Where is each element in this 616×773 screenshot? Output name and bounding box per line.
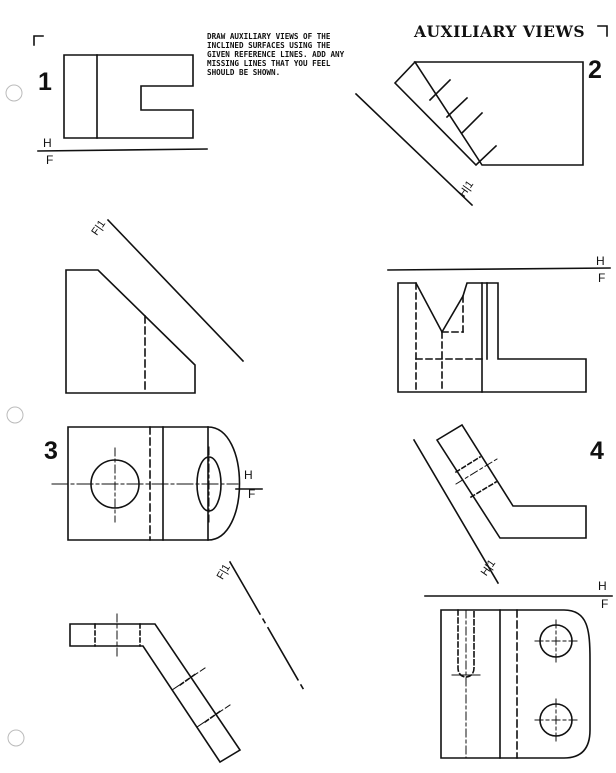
problem-4-aux-ref-line — [412, 438, 500, 585]
problem-1-aux-ref-line — [106, 218, 245, 363]
corner-mark-right — [597, 25, 608, 37]
problem-4-top-view — [435, 423, 587, 539]
page-title: AUXILIARY VIEWS — [414, 22, 586, 41]
binder-hole — [6, 406, 24, 424]
instruction-line: SHOULD BE SHOWN. — [207, 68, 281, 77]
problem-3-ref-top: H — [244, 468, 253, 482]
binder-hole — [7, 729, 25, 747]
problem-1-ref-bottom: F — [46, 153, 54, 167]
problem-4-ref-bottom: F — [601, 597, 609, 611]
problem-4-number: 4 — [590, 437, 604, 465]
problem-3-aux-ref-line — [228, 560, 307, 694]
problem-4-front-view — [440, 609, 591, 759]
problem-2-ref-line — [387, 267, 611, 271]
problem-1-front-view — [65, 269, 196, 394]
problem-1-ref-line — [37, 148, 208, 152]
binder-holes — [5, 84, 25, 747]
problem-2-ref-top: H — [596, 254, 605, 268]
problem-3-ref-bottom: F — [248, 487, 256, 501]
corner-mark-left — [33, 35, 44, 46]
problem-4-ref-top: H — [598, 579, 607, 593]
problem-2-front-view — [397, 282, 587, 393]
problem-2-aux-ref-line — [354, 92, 474, 207]
problem-2-ref-bottom: F — [598, 271, 606, 285]
instruction-line: GIVEN REFERENCE LINES. ADD ANY — [207, 50, 345, 59]
instructions: DRAW AUXILIARY VIEWS OF THE INCLINED SUR… — [207, 32, 344, 77]
instruction-line: MISSING LINES THAT YOU FEEL — [207, 59, 331, 68]
binder-hole — [5, 84, 23, 102]
problem-1-top-view — [63, 54, 194, 139]
problem-1-ref-top: H — [43, 136, 52, 150]
problem-3-front-view — [69, 613, 242, 764]
problem-3-number: 3 — [44, 437, 58, 465]
problem-2-number: 2 — [588, 56, 602, 84]
problem-1-number: 1 — [38, 68, 52, 96]
instruction-line: INCLINED SURFACES USING THE — [207, 41, 331, 50]
problem-3-top-view — [51, 426, 241, 541]
instruction-line: DRAW AUXILIARY VIEWS OF THE — [207, 32, 331, 41]
problem-2-top-view — [393, 60, 584, 167]
